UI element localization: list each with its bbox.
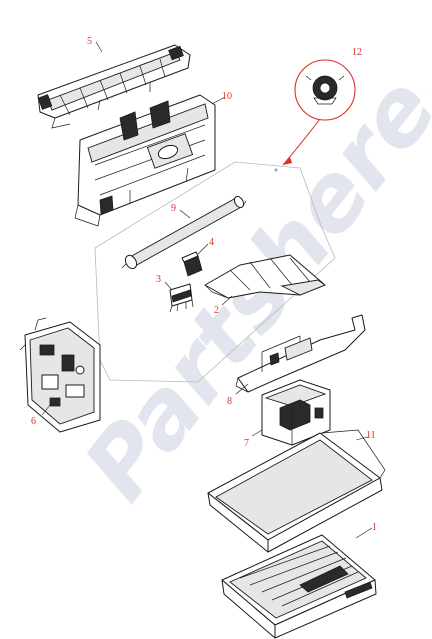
callout-7: 7 [244, 438, 249, 449]
part-8-bracket [235, 314, 366, 393]
callout-2: 2 [214, 305, 219, 316]
part-12-gear-callout [274, 59, 356, 172]
part-11-paper-tray [207, 429, 386, 553]
callout-8: 8 [227, 396, 232, 407]
leader-lines [41, 41, 373, 539]
part-4-pickup-roller [181, 251, 203, 277]
callout-11: 11 [366, 430, 376, 441]
callout-5: 5 [87, 36, 92, 47]
part-6-formatter-board [19, 317, 101, 433]
part-3-separation-pad [169, 283, 194, 313]
part-7-scanner-unit [261, 379, 331, 446]
part-5-top-assembly [37, 44, 191, 129]
callout-6: 6 [31, 416, 36, 427]
callout-3: 3 [156, 274, 161, 285]
part-2-paper-guide [204, 254, 326, 299]
subassembly-outline [94, 161, 336, 383]
part-10-main-frame [74, 94, 216, 227]
callout-4: 4 [209, 237, 214, 248]
callout-12: 12 [352, 47, 362, 58]
callout-9: 9 [171, 203, 176, 214]
callout-10: 10 [222, 91, 232, 102]
part-1-input-cassette [221, 534, 377, 639]
callout-1: 1 [372, 522, 377, 533]
part-9-roller-shaft [121, 195, 247, 270]
